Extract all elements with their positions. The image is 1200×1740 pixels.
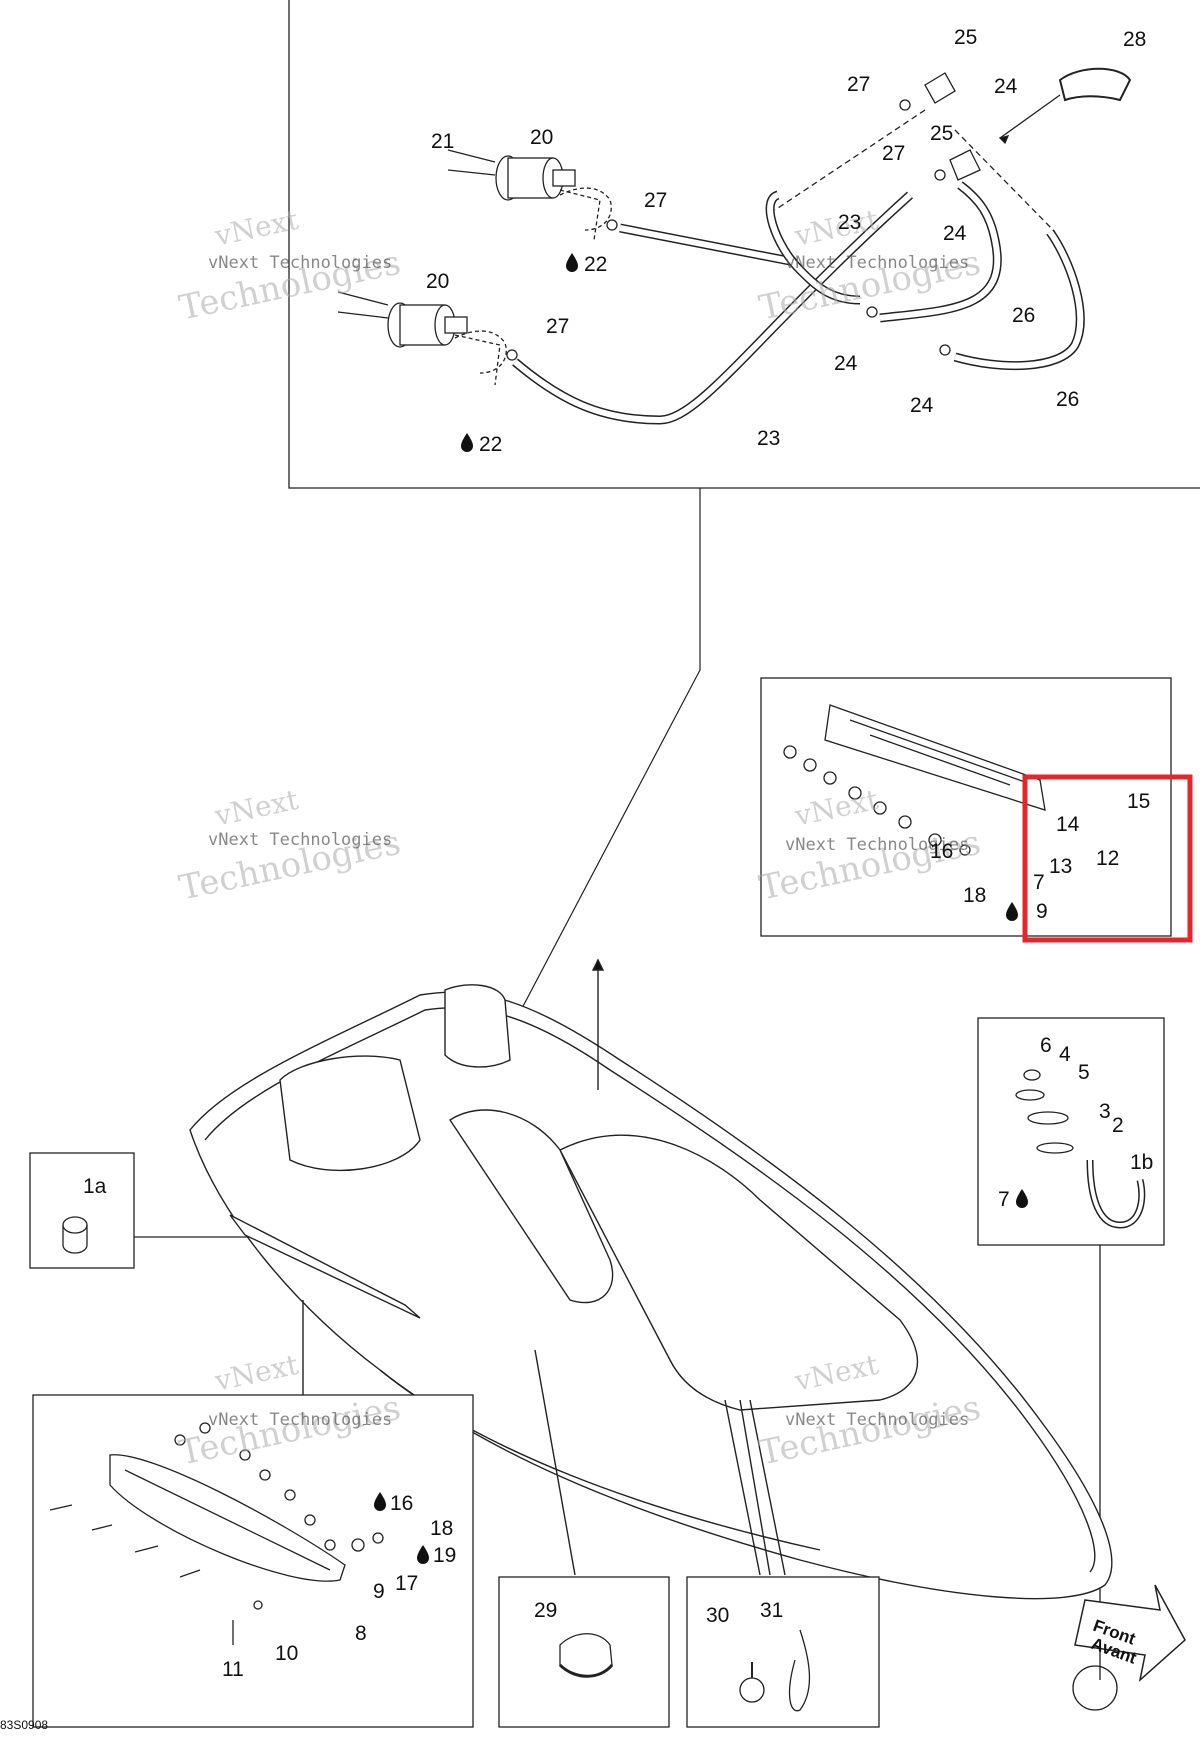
callout-24: 24 bbox=[943, 222, 967, 245]
callout-16: 16 bbox=[930, 840, 953, 863]
callout-1a: 1a bbox=[83, 1175, 107, 1198]
callout-18: 18 bbox=[963, 884, 986, 907]
callout-5: 5 bbox=[1078, 1061, 1090, 1084]
watermark-line1: vNext bbox=[211, 203, 302, 253]
watermark-line1: vNext bbox=[791, 203, 882, 253]
callout-2: 2 bbox=[1112, 1114, 1124, 1137]
watermark-text-3: vNext Technologies bbox=[208, 830, 392, 850]
watermark-line1: vNext bbox=[211, 1348, 302, 1398]
callout-8: 8 bbox=[355, 1622, 367, 1645]
callout-21: 21 bbox=[431, 130, 454, 153]
watermark-text-5: vNext Technologies bbox=[208, 1410, 392, 1430]
callout-25: 25 bbox=[954, 26, 977, 49]
callout-9: 9 bbox=[1036, 900, 1048, 923]
callout-29: 29 bbox=[534, 1599, 557, 1622]
callout-16: 16 bbox=[390, 1492, 413, 1515]
highlight-box bbox=[1022, 774, 1193, 943]
callout-14: 14 bbox=[1056, 813, 1080, 836]
callout-7: 7 bbox=[998, 1188, 1010, 1211]
callout-26: 26 bbox=[1012, 304, 1035, 327]
callout-11: 11 bbox=[222, 1658, 244, 1681]
callout-13: 13 bbox=[1049, 855, 1072, 878]
watercraft-hull bbox=[189, 958, 1113, 1600]
fuel-pump-lower bbox=[337, 291, 507, 386]
callout-30: 30 bbox=[706, 1604, 729, 1627]
watermark-text-4: vNext Technologies bbox=[785, 835, 969, 855]
fuel-pump-upper bbox=[447, 149, 612, 241]
inset-29 bbox=[498, 1576, 670, 1728]
callout-27: 27 bbox=[882, 142, 905, 165]
callout-24: 24 bbox=[910, 394, 934, 417]
callout-27: 27 bbox=[847, 73, 870, 96]
callout-17: 17 bbox=[395, 1572, 418, 1595]
inset-30-31 bbox=[686, 1576, 880, 1728]
callout-23: 23 bbox=[838, 211, 861, 234]
front-arrow: Front Avant bbox=[1074, 1584, 1186, 1683]
callout-27: 27 bbox=[644, 189, 667, 212]
callout-4: 4 bbox=[1059, 1043, 1071, 1066]
callout-18: 18 bbox=[430, 1517, 453, 1540]
callout-23: 23 bbox=[757, 427, 780, 450]
inset-1a bbox=[29, 1152, 440, 1269]
callout-22: 22 bbox=[479, 433, 502, 456]
callout-9: 9 bbox=[373, 1580, 385, 1603]
right-footrest-inset bbox=[760, 677, 1172, 937]
callout-26: 26 bbox=[1056, 388, 1079, 411]
fuel-pump-panel bbox=[288, 0, 1200, 489]
inset-1b bbox=[977, 1017, 1165, 1711]
callout-1b: 1b bbox=[1130, 1151, 1153, 1174]
watermark-text-6: vNext Technologies bbox=[785, 1410, 969, 1430]
callout-10: 10 bbox=[275, 1642, 298, 1665]
leader-panel-to-hull bbox=[499, 488, 701, 1051]
callout-31: 31 bbox=[760, 1599, 783, 1622]
callout-labels: 25 28 27 24 25 27 21 20 27 23 24 22 20 2… bbox=[83, 26, 1153, 1681]
callout-3: 3 bbox=[1099, 1100, 1111, 1123]
callout-12: 12 bbox=[1096, 847, 1119, 870]
callout-20: 20 bbox=[530, 126, 553, 149]
callout-19: 19 bbox=[433, 1544, 456, 1567]
callout-15: 15 bbox=[1127, 790, 1150, 813]
drawing-number: 83S0908 bbox=[0, 1718, 49, 1732]
callout-24: 24 bbox=[834, 352, 858, 375]
watermark-text-2: vNext Technologies bbox=[785, 253, 969, 273]
callout-20: 20 bbox=[426, 270, 449, 293]
callout-25: 25 bbox=[930, 122, 953, 145]
callout-28: 28 bbox=[1123, 28, 1146, 51]
callout-7: 7 bbox=[1033, 871, 1045, 894]
watermark-text-1: vNext Technologies bbox=[208, 253, 392, 273]
watermark-line1: vNext bbox=[211, 783, 302, 833]
callout-22: 22 bbox=[584, 253, 607, 276]
left-footrest-inset bbox=[32, 1394, 474, 1728]
callout-27: 27 bbox=[546, 315, 569, 338]
callout-6: 6 bbox=[1040, 1034, 1052, 1057]
callout-24: 24 bbox=[994, 75, 1018, 98]
